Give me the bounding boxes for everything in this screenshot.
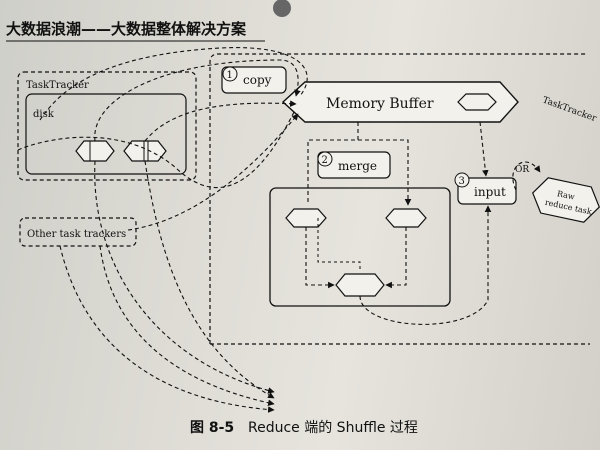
book-header-title: 大数据浪潮——大数据整体解决方案 bbox=[6, 20, 247, 38]
step1-circle bbox=[222, 66, 238, 82]
merge-container-box bbox=[269, 187, 451, 307]
step3-circle bbox=[454, 172, 470, 188]
map-output-hexagon-1 bbox=[75, 140, 115, 162]
copy-arrow-1 bbox=[94, 59, 301, 142]
output-arrow-4 bbox=[59, 245, 275, 413]
output-arrow-1 bbox=[94, 160, 275, 394]
copy-label: copy bbox=[243, 73, 272, 87]
memory-buffer-label: Memory Buffer bbox=[326, 96, 434, 112]
output-arrow-2 bbox=[144, 160, 275, 399]
copy-box bbox=[221, 66, 287, 94]
figure-number: 图 8-5 bbox=[190, 420, 234, 436]
task-tracker-left-label: TaskTracker bbox=[26, 80, 89, 91]
step2-circle bbox=[317, 151, 333, 167]
or-label: OR bbox=[515, 165, 529, 175]
raw-reduce-task-line1: Raw bbox=[556, 189, 575, 202]
other-task-trackers-label: Other task trackers bbox=[27, 229, 126, 240]
copy-arrow-2 bbox=[144, 100, 297, 142]
step1-number: 1 bbox=[227, 70, 233, 81]
copy-arrow-4 bbox=[39, 47, 308, 121]
task-tracker-right-label: TaskTracker bbox=[541, 95, 598, 124]
input-label: input bbox=[474, 185, 506, 199]
task-tracker-right-box bbox=[209, 53, 586, 344]
merge-center-connector bbox=[317, 218, 361, 272]
disk-label: disk bbox=[33, 109, 55, 120]
merge-input-hexagon-left bbox=[285, 208, 327, 228]
merge-label: merge bbox=[338, 159, 377, 173]
buffer-to-merge-connector bbox=[307, 122, 408, 205]
raw-reduce-task-hexagon bbox=[532, 177, 600, 223]
map-output-hexagon-2 bbox=[123, 140, 167, 162]
header-bullet-dot bbox=[273, 0, 291, 17]
memory-buffer-inner-hexagon bbox=[457, 93, 497, 111]
output-arrow-3 bbox=[99, 245, 275, 407]
merge-output-hexagon bbox=[335, 273, 385, 297]
merge-input-hexagon-right bbox=[385, 208, 427, 228]
input-box bbox=[457, 177, 517, 205]
figure-caption: Reduce 端的 Shuffle 过程 bbox=[248, 420, 418, 436]
merge-left-to-output bbox=[305, 227, 335, 289]
step2-number: 2 bbox=[322, 155, 328, 166]
memory-buffer-hexagon bbox=[281, 81, 519, 123]
buffer-to-input-dashed bbox=[479, 121, 489, 177]
merge-box bbox=[317, 151, 391, 179]
disk-box bbox=[25, 93, 187, 175]
step3-number: 3 bbox=[459, 176, 465, 187]
copy-arrow-5 bbox=[17, 111, 295, 189]
other-task-trackers-box bbox=[19, 217, 137, 247]
copy-arrow-3 bbox=[127, 113, 299, 231]
merge-right-to-output bbox=[385, 227, 407, 289]
